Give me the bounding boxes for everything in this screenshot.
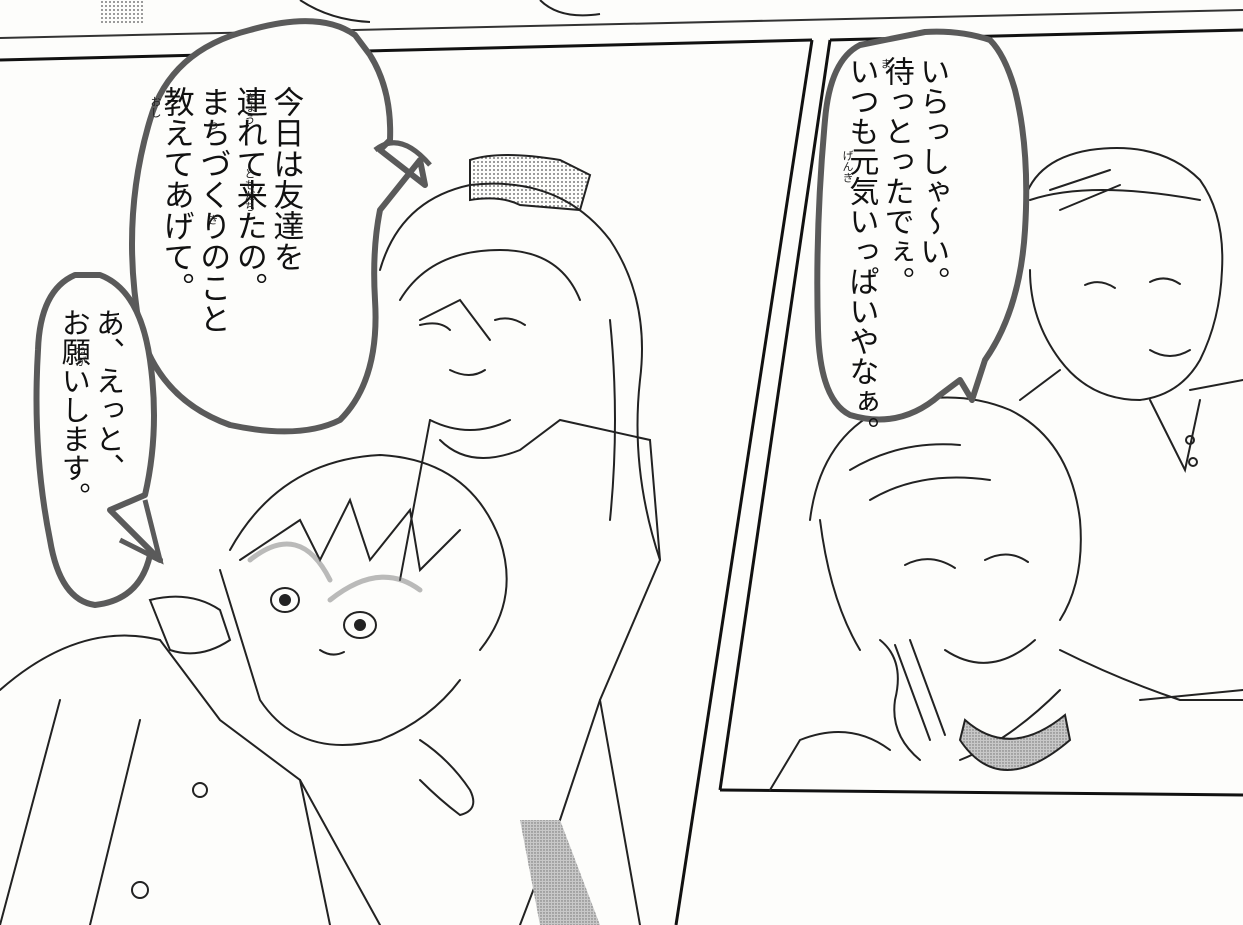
ruby-genki: げんき <box>841 150 854 183</box>
speech-elder-line-1: いらっしゃ〜い。 <box>914 56 950 296</box>
balloon-elder <box>814 28 1030 423</box>
ruby-oshi: おし <box>149 96 162 118</box>
speech-elder-line-3: いつも元気いっぱいやなぁ。 <box>843 56 879 446</box>
ruby-ma: ま <box>879 58 892 69</box>
speech-boy-line-1: あ、えっと、 <box>91 308 126 482</box>
ruby-ki: き <box>206 214 219 225</box>
speech-girl-line-1: 今日は友達を <box>267 86 304 272</box>
panel-borders <box>0 28 1243 925</box>
speech-girl-line-3: まちづくりのこと <box>194 86 231 334</box>
ruby-kyou: きょう <box>243 92 256 125</box>
speech-elder: いらっしゃ〜い。 待っとったでぇ。 いつも元気いっぱいやなぁ。 <box>843 56 949 446</box>
speech-girl-line-2: 連れて来たの。 <box>230 86 267 303</box>
speech-boy-line-2: お願いします。 <box>57 308 92 511</box>
ruby-tomodachi: ともだち <box>243 168 256 212</box>
speech-elder-line-2: 待っとったでぇ。 <box>878 56 914 296</box>
speech-boy: あ、えっと、 お願いします。 <box>57 308 125 511</box>
speech-girl-line-4: 教えてあげて。 <box>157 86 194 303</box>
speech-girl: 今日は友達を 連れて来たの。 まちづくりのこと 教えてあげて。 <box>157 86 304 334</box>
ruby-nega: ねが <box>74 345 87 367</box>
speech-balloons <box>33 18 1030 608</box>
panel-1-art <box>0 154 662 925</box>
panel-2-art <box>769 147 1243 791</box>
balloon-boy <box>33 272 163 608</box>
balloon-tails <box>118 140 432 565</box>
ruby-tsu: つ <box>206 120 219 131</box>
top-strip <box>0 0 1243 39</box>
balloon-girl <box>129 18 428 435</box>
